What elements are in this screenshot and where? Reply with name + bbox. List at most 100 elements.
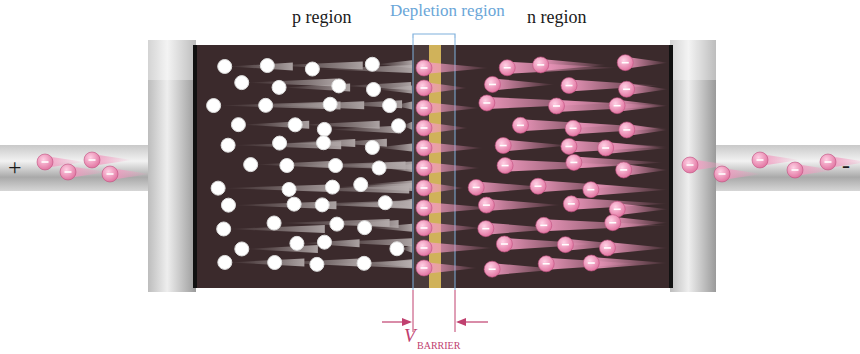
electron bbox=[416, 140, 432, 156]
hole bbox=[365, 57, 379, 71]
electron-charge-sign bbox=[421, 247, 428, 249]
electron bbox=[478, 221, 494, 237]
electron-charge-sign bbox=[89, 159, 96, 161]
electron-charge-sign bbox=[570, 127, 577, 129]
hole bbox=[218, 255, 232, 269]
electron bbox=[617, 55, 633, 71]
hole bbox=[290, 236, 304, 250]
barrier-dimension bbox=[382, 290, 488, 332]
electron-charge-sign bbox=[65, 171, 72, 173]
electron-charge-sign bbox=[587, 189, 594, 191]
electron-charge-sign bbox=[421, 87, 428, 89]
electron-charge-sign bbox=[565, 146, 572, 148]
electron-charge-sign bbox=[421, 127, 428, 129]
electron-charge-sign bbox=[421, 167, 428, 169]
electron-charge-sign bbox=[568, 203, 575, 205]
electron bbox=[566, 154, 582, 170]
electron-charge-sign bbox=[687, 164, 694, 166]
electron-charge-sign bbox=[566, 85, 573, 87]
hole bbox=[315, 198, 329, 212]
hole bbox=[221, 198, 235, 212]
electron-charge-sign bbox=[107, 173, 114, 175]
hole bbox=[244, 158, 258, 172]
electron bbox=[598, 140, 614, 156]
electron-charge-sign bbox=[421, 67, 428, 69]
hole bbox=[268, 256, 282, 270]
electron bbox=[787, 162, 803, 178]
hole bbox=[317, 122, 331, 136]
hole bbox=[365, 140, 379, 154]
hole bbox=[330, 217, 344, 231]
region-label: Depletion region bbox=[390, 2, 505, 21]
region-label: p region bbox=[292, 8, 351, 28]
electron-charge-sign bbox=[483, 204, 490, 206]
electron-charge-sign bbox=[500, 145, 507, 147]
electron bbox=[599, 240, 615, 256]
hole bbox=[323, 97, 337, 111]
depletion-bracket bbox=[413, 34, 455, 38]
hole bbox=[211, 181, 225, 195]
electron bbox=[512, 117, 528, 133]
electron-trail bbox=[486, 199, 561, 211]
electron bbox=[533, 57, 549, 73]
electron-charge-sign bbox=[483, 102, 490, 104]
voltage-subscript: BARRIER bbox=[417, 340, 460, 351]
hole-trail bbox=[222, 184, 338, 192]
electron-charge-sign bbox=[825, 161, 832, 163]
hole bbox=[317, 136, 331, 150]
electron-charge-sign bbox=[42, 161, 49, 163]
electron bbox=[557, 237, 573, 253]
hole-trail bbox=[383, 164, 412, 172]
electron-trail bbox=[541, 59, 607, 71]
electron bbox=[563, 196, 579, 212]
polarity-sign: - bbox=[842, 152, 850, 178]
electron-trail bbox=[424, 242, 494, 254]
polarity-sign: + bbox=[8, 154, 22, 180]
electron-trail bbox=[607, 242, 668, 254]
hole bbox=[218, 59, 232, 73]
electron bbox=[497, 158, 513, 174]
electron-trail bbox=[591, 184, 668, 196]
electron bbox=[536, 217, 552, 233]
hole bbox=[217, 222, 231, 236]
hole bbox=[235, 76, 249, 90]
electron bbox=[416, 240, 432, 256]
electron-charge-sign bbox=[421, 107, 428, 109]
electron bbox=[752, 152, 768, 168]
electron bbox=[468, 179, 484, 195]
electron-charge-sign bbox=[535, 185, 542, 187]
hole-trail bbox=[376, 143, 412, 151]
electron-charge-sign bbox=[537, 64, 544, 66]
electron-charge-sign bbox=[719, 173, 726, 175]
hole bbox=[378, 196, 392, 210]
hole bbox=[305, 62, 319, 76]
hole bbox=[358, 221, 372, 235]
electron bbox=[416, 80, 432, 96]
electron bbox=[499, 60, 515, 76]
electron bbox=[714, 166, 730, 182]
electron-charge-sign bbox=[421, 187, 428, 189]
electron-charge-sign bbox=[489, 84, 496, 86]
electron bbox=[538, 256, 554, 272]
electron-trail bbox=[492, 78, 554, 90]
hole-trail bbox=[369, 224, 412, 232]
voltage-symbol: V bbox=[404, 326, 416, 347]
electron-charge-sign bbox=[482, 228, 489, 230]
hole bbox=[367, 83, 381, 97]
hole bbox=[260, 59, 274, 73]
hole bbox=[221, 138, 235, 152]
electron-charge-sign bbox=[623, 88, 630, 90]
region-label: n region bbox=[527, 8, 586, 28]
hole bbox=[282, 182, 296, 196]
hole bbox=[267, 216, 281, 230]
electron-charge-sign bbox=[604, 247, 611, 249]
electron-trail bbox=[424, 222, 482, 234]
electron-charge-sign bbox=[553, 105, 560, 107]
electron bbox=[616, 162, 632, 178]
hole bbox=[390, 242, 404, 256]
hole bbox=[235, 242, 249, 256]
hole bbox=[272, 80, 286, 94]
electron-charge-sign bbox=[622, 62, 629, 64]
